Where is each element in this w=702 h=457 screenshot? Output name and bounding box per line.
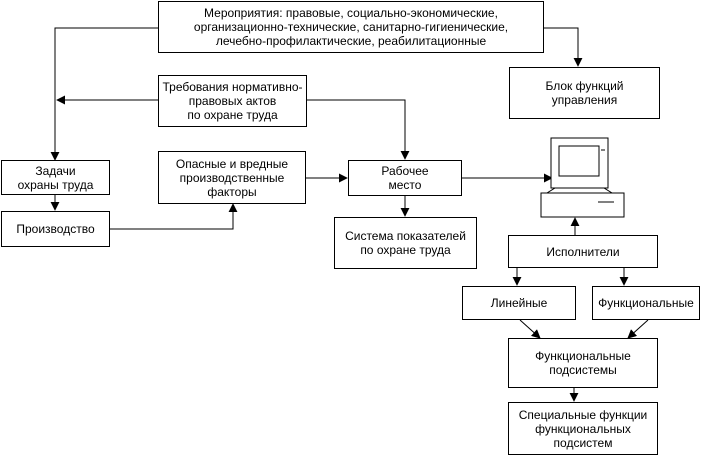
func-subsystems-text: Функциональные подсистемы — [535, 349, 631, 377]
control-block-text: Блок функций управления — [545, 79, 624, 107]
special-functions-box: Специальные функции функциональных подси… — [508, 402, 658, 455]
executors-box: Исполнители — [508, 235, 658, 268]
hazards-text: Опасные и вредные производственные факто… — [175, 156, 289, 199]
special-functions-text: Специальные функции функциональных подси… — [518, 407, 648, 450]
measures-box: Мероприятия: правовые, социально-экономи… — [158, 1, 544, 53]
func-subsystems-box: Функциональные подсистемы — [508, 338, 658, 388]
hazards-box: Опасные и вредные производственные факто… — [158, 151, 306, 204]
arrow-production-to-hazards — [110, 203, 238, 230]
indicators-text: Система показателей по охране труда — [345, 229, 466, 257]
executors-text: Исполнители — [546, 244, 620, 259]
production-box: Производство — [1, 211, 110, 247]
functional-box: Функциональные — [592, 286, 700, 320]
arrow-measures-to-control — [544, 27, 583, 67]
arrow-functional-to-subsystems — [627, 319, 649, 339]
workplace-text: Рабочее место — [381, 164, 429, 192]
tasks-box: Задачи охраны труда — [1, 160, 110, 195]
control-block-box: Блок функций управления — [509, 67, 660, 119]
arrow-measures-to-tasks — [50, 27, 158, 161]
linear-text: Линейные — [490, 296, 548, 310]
measures-text: Мероприятия: правовые, социально-экономи… — [193, 6, 509, 48]
production-text: Производство — [16, 222, 95, 236]
indicators-box: Система показателей по охране труда — [334, 217, 477, 269]
arrow-linear-to-subsystems — [519, 319, 541, 339]
arrow-requirements-to-workplace — [307, 99, 410, 160]
linear-box: Линейные — [462, 286, 576, 320]
computer-icon — [540, 137, 625, 218]
requirements-box: Требования нормативно- правовых актов по… — [158, 75, 307, 127]
requirements-text: Требования нормативно- правовых актов по… — [162, 80, 303, 122]
tasks-text: Задачи охраны труда — [17, 163, 94, 192]
functional-text: Функциональные — [598, 296, 694, 310]
workplace-box: Рабочее место — [348, 160, 462, 196]
